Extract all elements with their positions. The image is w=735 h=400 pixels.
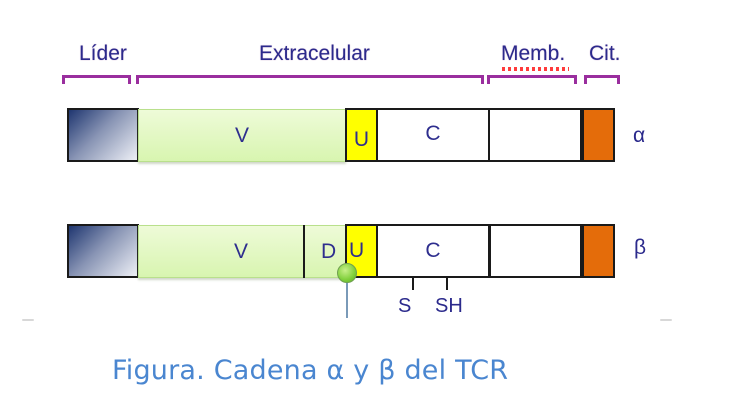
beta-chain-label: β [634,236,647,259]
bracket-extracellular [136,75,484,84]
figure-caption: Figura. Cadena α y β del TCR [112,355,509,386]
alpha-u-segment: U [345,108,378,162]
bracket-cytoplasmic [584,75,620,84]
beta-c-label: C [425,239,441,262]
beta-d-label: D [321,239,337,263]
beta-v-label: V [234,239,249,263]
alpha-v-segment: V [138,109,346,162]
alpha-leader-segment [67,108,139,162]
linker-pin-icon [337,263,357,283]
alpha-c-segment: C [376,108,490,162]
alpha-transmembrane-segment [488,108,584,162]
beta-leader-segment [67,224,139,278]
crop-mark-left [22,319,34,321]
region-label-cytoplasmic: Cit. [589,42,621,65]
alpha-cytoplasmic-segment [580,108,615,162]
beta-vd-segment: V D [138,225,346,278]
bracket-membrane [487,75,577,84]
disulfide-tick-sh [446,278,448,290]
region-label-leader: Líder [79,42,127,65]
annotation-sh: SH [435,295,463,317]
spellcheck-underline [502,67,569,71]
alpha-u-label: U [353,128,370,151]
disulfide-tick-s [412,278,414,290]
beta-c-segment: C [376,224,490,278]
annotation-s: S [398,295,412,317]
beta-u-label: U [349,239,365,262]
beta-transmembrane-segment [488,224,584,278]
linker-stem [346,278,348,318]
beta-vd-divider [303,225,305,278]
crop-mark-right [660,319,672,321]
alpha-c-label: C [425,122,441,145]
bracket-leader [62,75,131,84]
alpha-v-label: V [234,123,249,147]
alpha-chain-label: α [633,124,646,147]
region-label-extracellular: Extracelular [259,42,370,65]
region-label-membrane: Memb. [501,42,566,65]
beta-cytoplasmic-segment [580,224,615,278]
